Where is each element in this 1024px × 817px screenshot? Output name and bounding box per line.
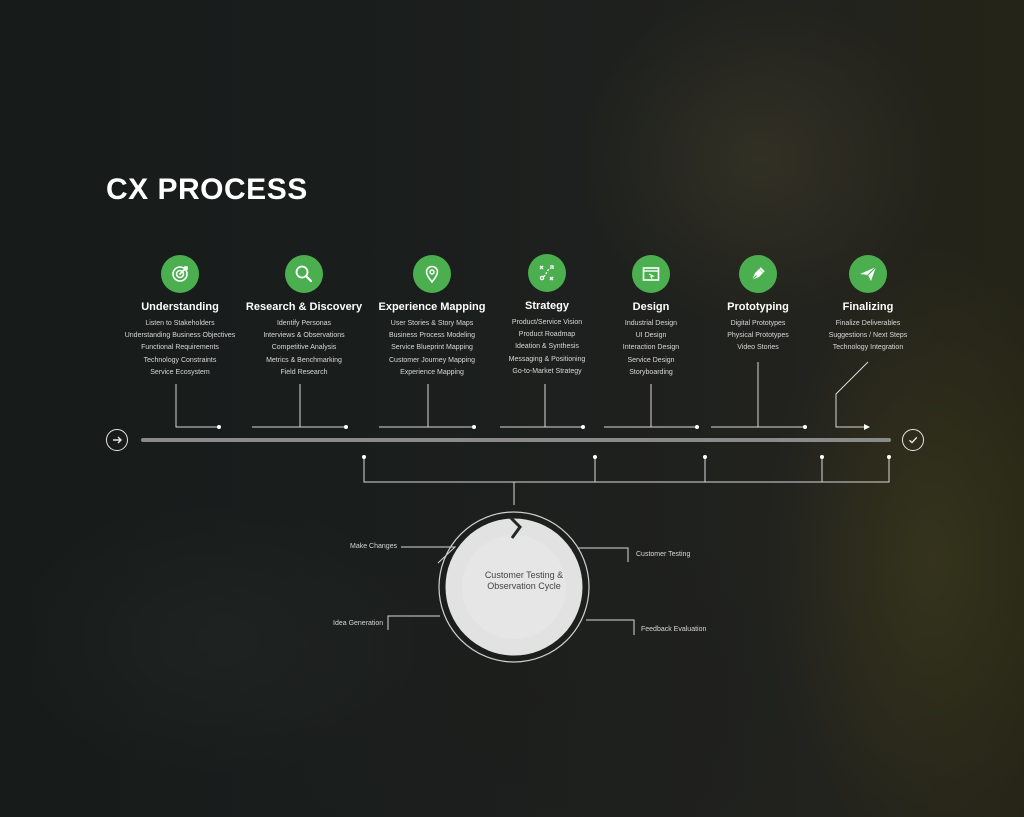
bracket-lines <box>363 457 890 505</box>
stage-strategy: Strategy Product/Service Vision Product … <box>472 254 622 378</box>
strategy-play-icon <box>528 254 566 292</box>
stage-item: Experience Mapping <box>400 368 464 376</box>
stage-item: Go-to-Market Strategy <box>512 367 582 375</box>
start-arrow-button <box>106 429 128 451</box>
stage-item: Metrics & Benchmarking <box>266 356 342 364</box>
stage-item: Business Process Modeling <box>389 332 475 340</box>
connector-finalizing <box>835 361 869 428</box>
stage-item-list: Finalize Deliverables Suggestions / Next… <box>793 318 943 355</box>
stage-item-list: Product/Service Vision Product Roadmap I… <box>472 317 622 378</box>
pen-nib-icon <box>739 255 777 293</box>
customer-testing-label: Customer Testing <box>636 551 691 558</box>
stage-item: UI Design <box>635 332 667 340</box>
stage-research-discovery: Research & Discovery Identify Personas I… <box>229 255 379 379</box>
stage-title: Research & Discovery <box>245 301 363 313</box>
stage-item: Service Blueprint Mapping <box>391 344 473 352</box>
page-title: CX PROCESS <box>106 173 308 206</box>
stage-item: Messaging & Positioning <box>508 355 586 363</box>
cycle-outer-arc <box>438 511 590 663</box>
paper-plane-icon <box>849 255 887 293</box>
stage-title: Understanding <box>141 301 219 313</box>
stage-prototyping: Prototyping Digital Prototypes Physical … <box>683 255 833 355</box>
map-pin-icon <box>413 255 451 293</box>
stage-item: Functional Requirements <box>141 344 219 352</box>
stage-item-list: Identify Personas Interviews & Observati… <box>229 318 379 379</box>
stage-item: Service Design <box>627 356 675 364</box>
cycle-ring <box>445 518 583 656</box>
stage-item: Customer Journey Mapping <box>389 356 475 364</box>
stage-item: Physical Prototypes <box>727 332 789 340</box>
end-check-button <box>902 429 924 451</box>
stage-finalizing: Finalizing Finalize Deliverables Suggest… <box>793 255 943 355</box>
stage-item: Interviews & Observations <box>263 332 345 340</box>
stage-title: Design <box>632 301 670 313</box>
stage-item: Ideation & Synthesis <box>515 343 579 351</box>
stage-item: Service Ecosystem <box>150 368 210 376</box>
stage-item: Interaction Design <box>622 344 680 352</box>
stage-item: Listen to Stakeholders <box>145 320 215 327</box>
stage-item: Field Research <box>280 368 328 376</box>
stage-item-list: Industrial Design UI Design Interaction … <box>576 318 726 379</box>
stage-item: Product/Service Vision <box>511 319 583 326</box>
cycle-center <box>462 535 566 639</box>
stage-design: Design Industrial Design UI Design Inter… <box>576 255 726 379</box>
connector-strategy <box>500 384 583 428</box>
stage-title: Experience Mapping <box>378 301 486 313</box>
magnifier-icon <box>285 255 323 293</box>
stage-item: Video Stories <box>737 344 779 352</box>
finalizing-arrowhead <box>864 424 870 430</box>
stage-item-list: Listen to Stakeholders Understanding Bus… <box>105 318 255 379</box>
leader-feedback <box>586 619 635 635</box>
stage-item: Competitive Analysis <box>271 344 337 352</box>
stage-item: Product Roadmap <box>518 331 576 339</box>
idea-generation-label: Idea Generation <box>333 620 384 627</box>
make-changes-label: Make Changes <box>350 543 398 550</box>
stage-item: Digital Prototypes <box>730 320 786 327</box>
feedback-evaluation-label: Feedback Evaluation <box>641 626 707 633</box>
stage-item: Technology Constraints <box>143 356 217 364</box>
connector-design <box>604 384 697 428</box>
connector-prototyping <box>711 362 805 428</box>
stage-item: Understanding Business Objectives <box>124 332 236 340</box>
cycle-notch <box>508 515 522 539</box>
connector-understanding <box>175 384 219 428</box>
target-icon <box>161 255 199 293</box>
connector-experience <box>379 384 474 428</box>
leader-idea-generation <box>387 615 440 630</box>
stage-item: Finalize Deliverables <box>835 320 901 327</box>
stage-title: Finalizing <box>842 301 894 313</box>
stage-experience-mapping: Experience Mapping User Stories & Story … <box>357 255 507 379</box>
stage-item: Storyboarding <box>629 368 673 376</box>
arrow-right-icon <box>113 436 122 444</box>
stage-title: Prototyping <box>727 301 789 313</box>
stage-item: Technology Integration <box>832 344 904 352</box>
connector-dots <box>217 425 891 459</box>
stage-item: Industrial Design <box>624 320 678 327</box>
stage-item-list: Digital Prototypes Physical Prototypes V… <box>683 318 833 355</box>
checkmark-icon <box>909 436 918 444</box>
stage-item: Suggestions / Next Steps <box>828 332 908 340</box>
leader-make-changes <box>401 546 457 564</box>
stage-title: Strategy <box>524 300 570 312</box>
leader-customer-testing <box>578 547 629 562</box>
cycle-center-label: Customer Testing & Observation Cycle <box>484 570 564 591</box>
stage-item: Identify Personas <box>276 320 332 327</box>
browser-window-icon <box>632 255 670 293</box>
stage-understanding: Understanding Listen to Stakeholders Und… <box>105 255 255 379</box>
connector-research <box>252 384 346 428</box>
stage-item: User Stories & Story Maps <box>390 320 474 327</box>
stage-item-list: User Stories & Story Maps Business Proce… <box>357 318 507 379</box>
